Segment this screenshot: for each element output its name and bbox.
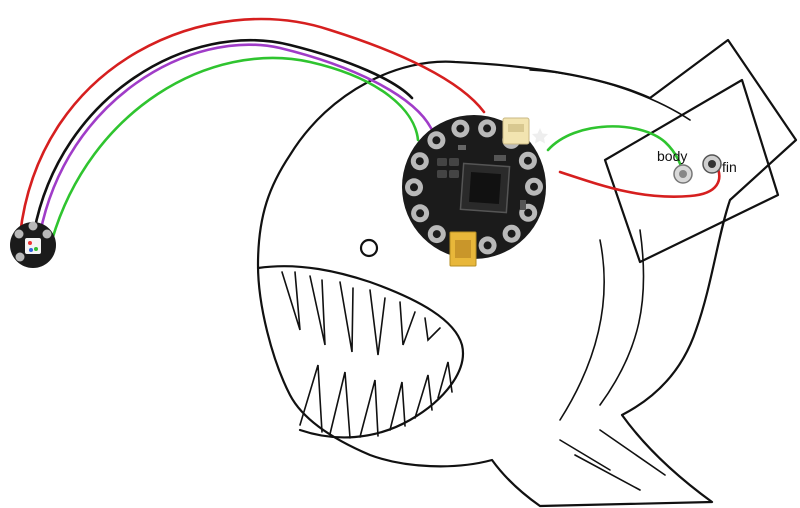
fish-tail-ray [559,439,611,471]
fish-tail-ray [599,429,666,476]
angler-fish [256,38,798,508]
neopixel-led-blue [29,248,33,252]
fish-fin-outline [603,78,780,264]
flora-pad-hole [483,124,492,133]
flora-pad-hole [523,156,532,165]
flora-pad-hole [483,241,492,250]
flora-pad-hole [410,183,418,192]
wire-red [18,17,486,237]
fish-teeth-upper [281,271,441,356]
wire-green-pixel [50,56,420,242]
smd-component [458,145,466,150]
smd-component [449,158,459,166]
label-fin: fin [722,159,737,175]
wire-red-sensor [558,162,721,198]
wire-purple [38,43,434,236]
wire-black [32,39,414,234]
label-body: body [657,148,687,164]
neopixel-pad [42,229,52,239]
wire-green-sensor [546,125,685,176]
neopixel-led-green [34,247,38,251]
star-icon [532,128,548,144]
neopixel-pad [15,252,25,262]
body-sensor-center [679,170,687,178]
flora-pad-hole [524,208,533,217]
usb-connector-port [455,240,471,258]
flora-pad-hole [432,136,441,145]
smd-component [494,155,506,161]
neopixel-pad [14,229,24,239]
body-sensor [673,164,693,184]
flora-board [402,115,548,267]
flora-pad-hole [415,157,424,166]
wires [18,17,721,242]
fish-teeth-lower [299,361,453,439]
smd-component [449,170,459,178]
smd-component [437,170,447,178]
fish-eye [359,238,379,258]
smd-component [520,200,526,210]
flora-pad-hole [456,124,465,133]
flora-pad-hole [432,230,441,239]
neopixel-led [25,238,41,254]
jst-connector-slot [508,124,524,132]
smd-component [437,158,447,166]
fin-sensor [702,154,722,174]
flora-pad-hole [416,209,425,218]
fish-head-contour [529,69,691,121]
neopixel [10,221,56,268]
chip-core [468,171,502,205]
flora-pad-hole [507,229,516,238]
fish-gill-line [599,229,645,406]
fish-gill-line [559,239,605,421]
fish-tail-ray [574,454,641,491]
flora-pad-hole [530,182,538,191]
neopixel-led-red [28,241,32,245]
neopixel-pad [28,221,38,231]
fin-sensor-center [708,160,716,168]
